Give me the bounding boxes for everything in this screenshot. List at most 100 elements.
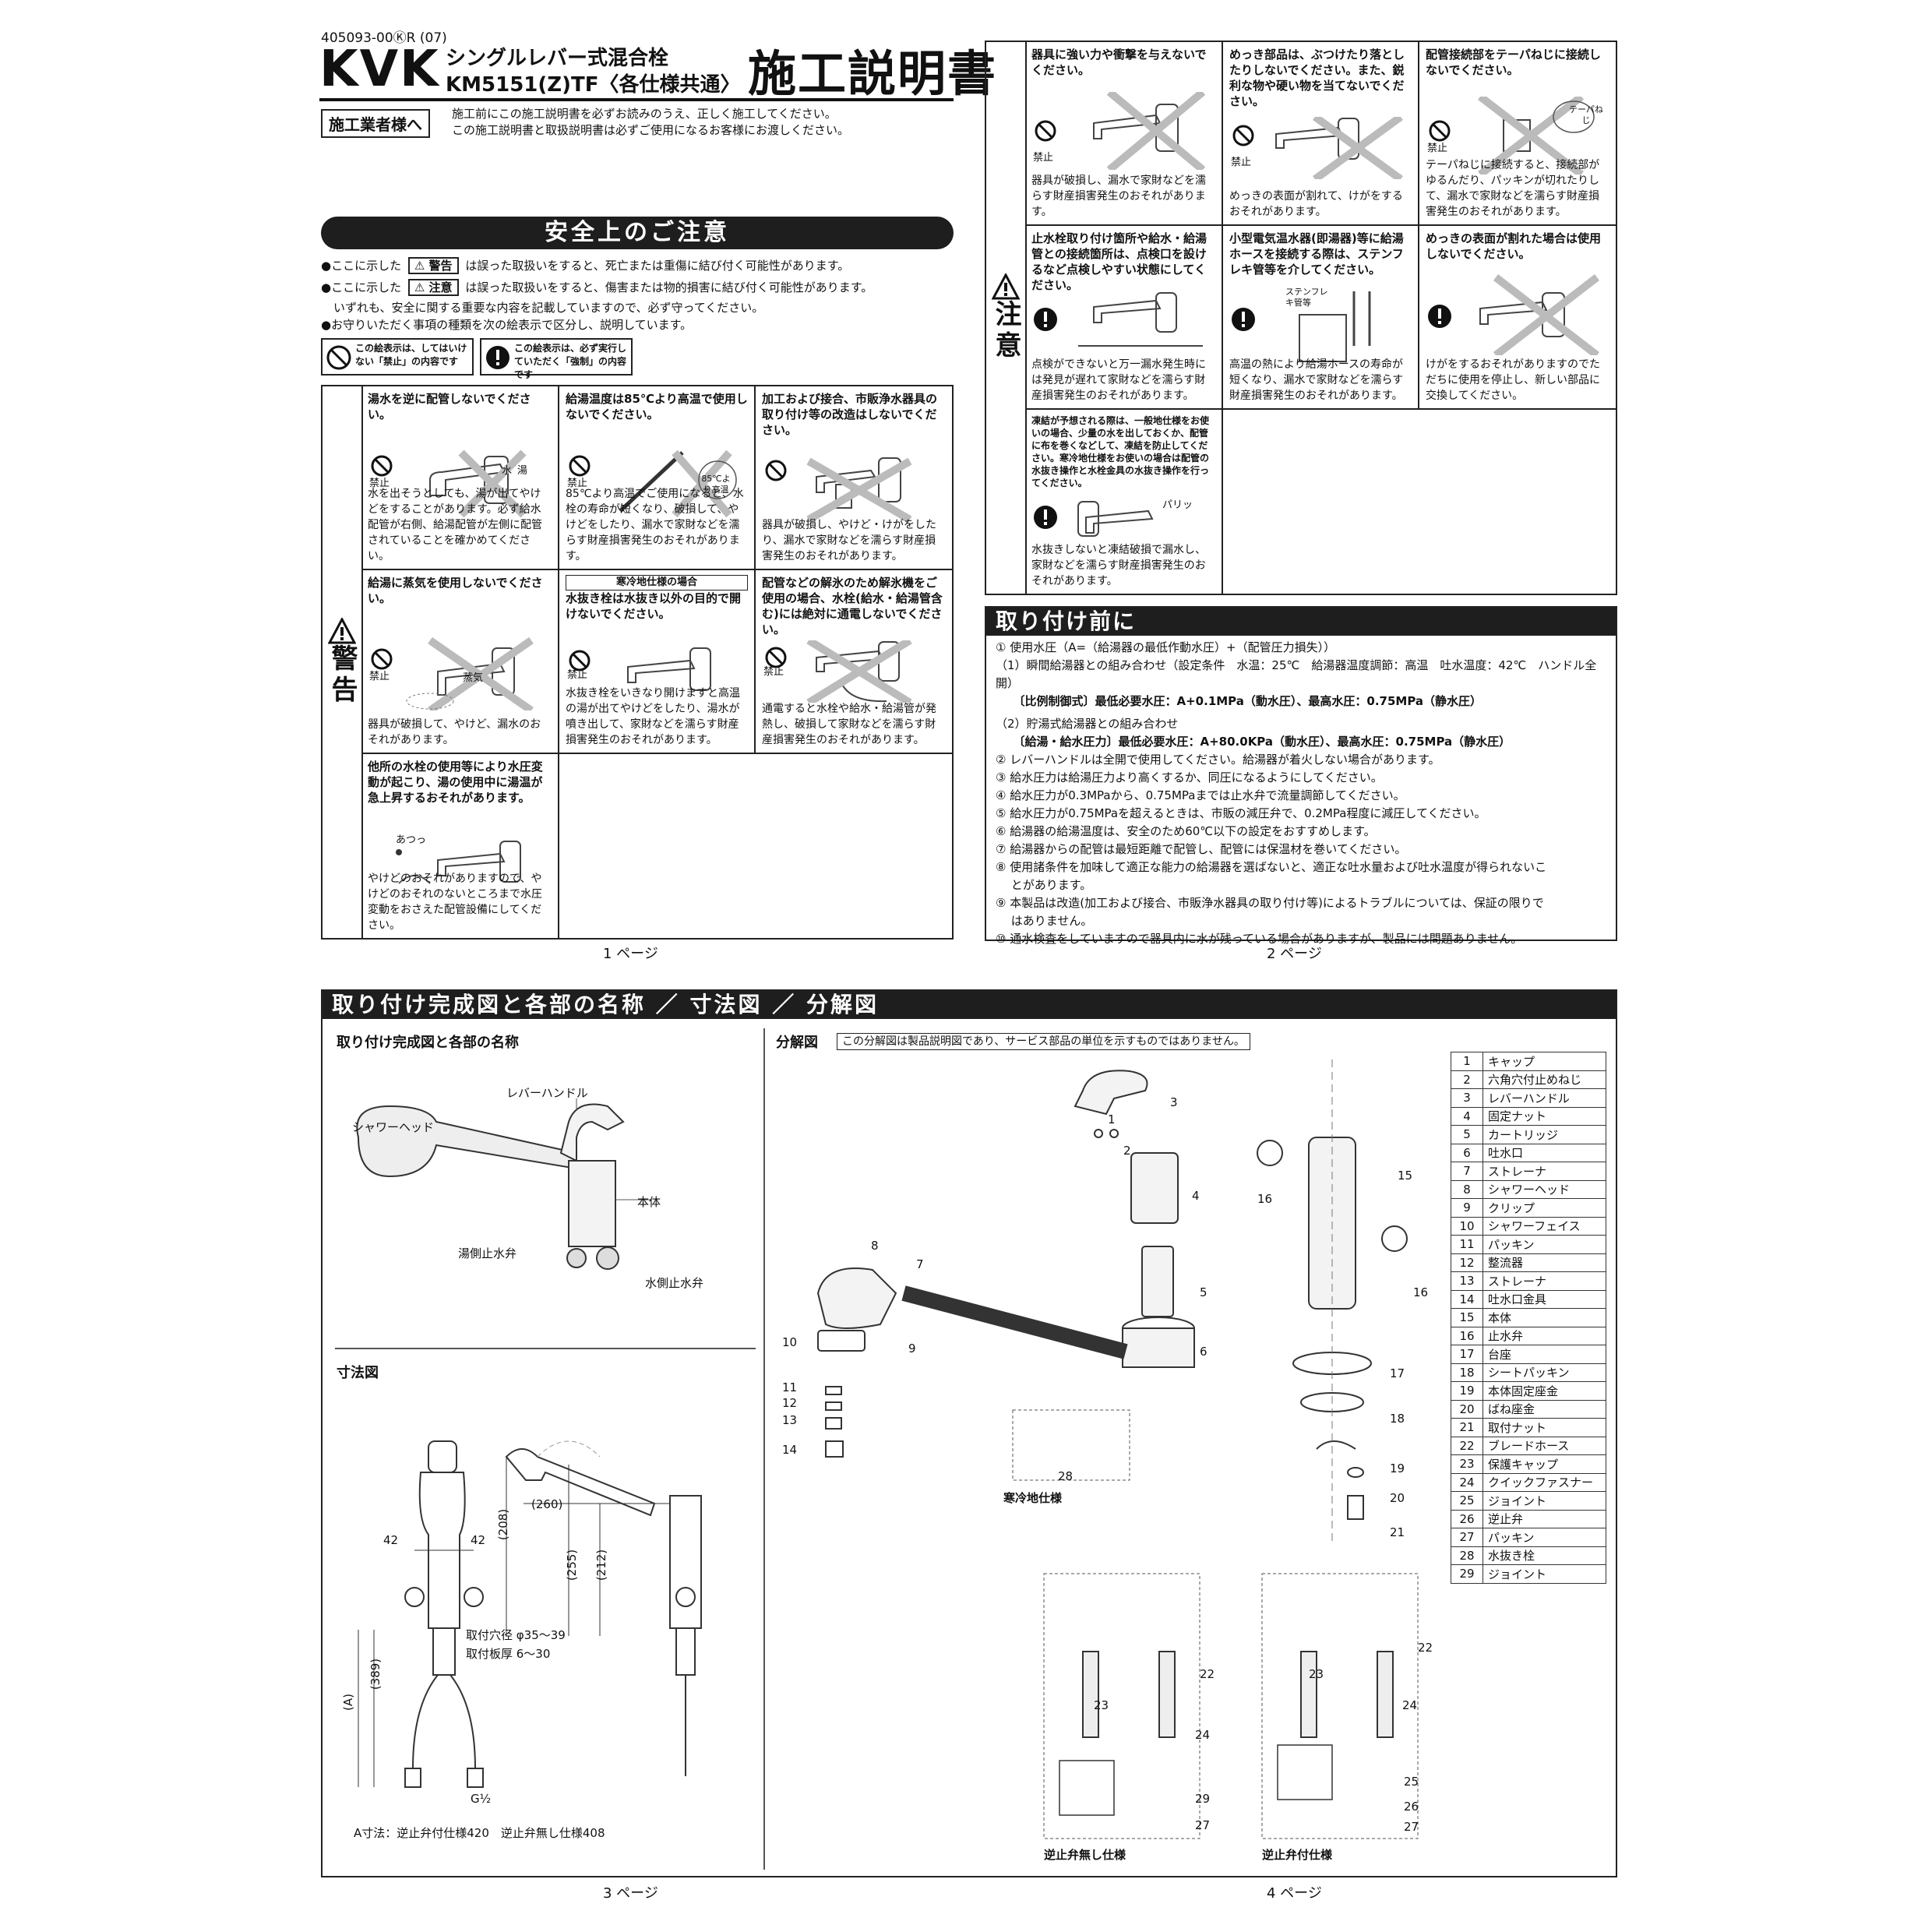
before-line: （1）瞬間給湯器との組み合わせ（設定条件 水温：25℃ 給湯器温度調節：高温 吐… — [996, 658, 1597, 690]
part-number: 13 — [1451, 1271, 1483, 1291]
legend-prohibit: この絵表示は、してはいけない「禁止」の内容です — [321, 338, 474, 375]
callout-14: 14 — [782, 1443, 798, 1457]
page-number-4: 4 ページ — [1267, 1885, 1322, 1902]
callout-29: 29 — [1195, 1792, 1211, 1806]
callout-23b: 23 — [1309, 1667, 1324, 1681]
exploded-title: 分解図 — [776, 1035, 818, 1051]
impact-illustration — [1035, 92, 1206, 170]
prohibit-icon — [326, 345, 351, 370]
part-number: 12 — [1451, 1253, 1483, 1272]
before-line: ⑤ 給水圧力が0.75MPaを超えるときは、市販の減圧弁で、0.2MPa程度に減… — [996, 806, 1486, 820]
dim-260: (260) — [531, 1497, 563, 1511]
caution-triangle-icon — [992, 273, 1020, 300]
part-name: ジョイント — [1482, 1564, 1606, 1584]
callout-22a: 22 — [1200, 1667, 1215, 1681]
before-line: ② レバーハンドルは全開で使用してください。給湯器が着火しない場合があります。 — [996, 753, 1440, 767]
before-line: 〔比例制御式〕最低必要水圧：A+0.1MPa（動水圧）、最高水圧：0.75MPa… — [996, 694, 1482, 708]
label-lever-handle: レバーハンドル — [506, 1086, 588, 1100]
dim-42-right: 42 — [471, 1533, 486, 1547]
callout-5: 5 — [1200, 1285, 1208, 1299]
before-line: ③ 給水圧力は給湯圧力より高くするか、同圧になるようにしてください。 — [996, 770, 1383, 784]
part-number: 26 — [1451, 1509, 1483, 1528]
installer-line-2: この施工説明書と取扱説明書は必ずご使用になるお客様にお渡しください。 — [452, 123, 850, 137]
callout-16b: 16 — [1413, 1285, 1429, 1299]
notice-line-2: ●ここに示した ⚠ 注意 は誤った取扱いをすると、傷害または物的損害に結び付く可… — [321, 279, 873, 296]
part-number: 4 — [1451, 1106, 1483, 1126]
page-number-2: 2 ページ — [1267, 946, 1322, 962]
callout-17: 17 — [1390, 1366, 1405, 1380]
part-name: 取付ナット — [1482, 1418, 1606, 1437]
before-line: とがあります。 — [996, 878, 1092, 892]
callout-9: 9 — [908, 1341, 916, 1356]
part-name: 整流器 — [1482, 1253, 1606, 1272]
lower-divider — [763, 1028, 765, 1870]
dims-title: 寸法図 — [337, 1365, 379, 1381]
before-install-list: ① 使用水圧（A=（給湯器の最低作動水圧）+（配管圧力損失）） （1）瞬間給湯器… — [986, 636, 1616, 951]
part-name: ストレーナ — [1482, 1271, 1606, 1291]
warning-triangle-icon — [328, 618, 356, 644]
dimension-drawing — [358, 1440, 702, 1788]
callout-24b: 24 — [1402, 1698, 1418, 1712]
part-number: 28 — [1451, 1546, 1483, 1565]
warning-cell-pressure-fluctuation: 他所の水栓の使用等により水圧変動が起こり、湯の使用中に湯温が急上昇するおそれがあ… — [361, 754, 559, 938]
thermometer-illustration — [569, 450, 737, 518]
part-number: 27 — [1451, 1528, 1483, 1547]
exploded-drawing — [816, 1059, 1419, 1839]
part-name: 吐水口金具 — [1482, 1289, 1606, 1309]
callout-6: 6 — [1200, 1345, 1208, 1359]
callout-7: 7 — [916, 1257, 924, 1271]
no-check-valve-label: 逆止弁無し仕様 — [1044, 1848, 1126, 1862]
before-line: （2）貯湯式給湯器との組み合わせ — [996, 717, 1179, 731]
part-name: パッキン — [1482, 1235, 1606, 1254]
completion-title: 取り付け完成図と各部の名称 — [337, 1035, 519, 1051]
part-number: 23 — [1451, 1454, 1483, 1474]
callout-8: 8 — [871, 1239, 879, 1253]
label-shower-head: シャワーヘッド — [352, 1120, 435, 1134]
part-name: 本体 — [1482, 1308, 1606, 1327]
callout-3: 3 — [1170, 1095, 1178, 1109]
callout-4: 4 — [1192, 1189, 1200, 1203]
doc-title: 施工説明書 — [748, 45, 998, 102]
part-name: キャップ — [1482, 1052, 1606, 1071]
part-name: クリップ — [1482, 1198, 1606, 1218]
part-name: 本体固定座金 — [1482, 1381, 1606, 1401]
callout-19: 19 — [1390, 1461, 1405, 1475]
page-number-1: 1 ページ — [603, 946, 658, 962]
part-number: 9 — [1451, 1198, 1483, 1218]
part-name: パッキン — [1482, 1528, 1606, 1547]
dim-42-left: 42 — [383, 1533, 399, 1547]
label-cold-valve: 水側止水弁 — [645, 1276, 704, 1290]
part-name: 保護キャップ — [1482, 1454, 1606, 1474]
part-name: シャワーヘッド — [1482, 1179, 1606, 1199]
part-name: シャワーフェイス — [1482, 1216, 1606, 1236]
before-line: ① 使用水圧（A=（給湯器の最低作動水圧）+（配管圧力損失）） — [996, 640, 1336, 654]
faucet-illustration — [371, 450, 527, 518]
part-number: 17 — [1451, 1345, 1483, 1364]
before-line: はありません。 — [996, 914, 1093, 928]
caution-cell-electric-heater: 小型電気温水器(即湯器)等に給湯ホースを接続する際は、ステンフレキ管等を介してく… — [1223, 226, 1419, 410]
callout-27a: 27 — [1195, 1818, 1211, 1832]
part-name: シートパッキン — [1482, 1363, 1606, 1382]
part-name: ジョイント — [1482, 1491, 1606, 1511]
safety-heading: 安全上のご注意 — [321, 217, 954, 249]
part-name: レバーハンドル — [1482, 1088, 1606, 1108]
product-line-2: KM5151(Z)TF〈各仕様共通〉 — [446, 73, 741, 97]
callout-12: 12 — [782, 1396, 798, 1410]
part-name: 固定ナット — [1482, 1106, 1606, 1126]
before-install-box: 取り付け前に ① 使用水圧（A=（給湯器の最低作動水圧）+（配管圧力損失）） （… — [985, 606, 1617, 946]
callout-15: 15 — [1398, 1169, 1413, 1183]
label-hot-valve: 湯側止水弁 — [458, 1246, 517, 1260]
before-line: ⑧ 使用諸条件を加味して適正な能力の給湯器を選ばないと、適正な吐水量および吐水温… — [996, 860, 1547, 874]
